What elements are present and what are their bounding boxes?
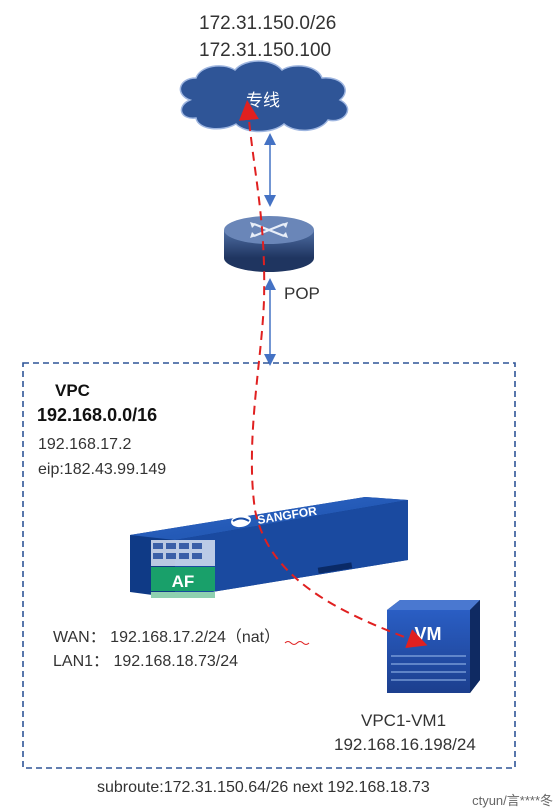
subroute-label: subroute:172.31.150.64/26 next 192.168.1… xyxy=(97,779,430,796)
firewall-appliance-icon: AF SANGFOR xyxy=(130,497,408,598)
cloud-address: 172.31.150.100 xyxy=(199,40,332,61)
vm-ip: 192.168.16.198/24 xyxy=(334,735,476,754)
vpc-eip: eip:182.43.99.149 xyxy=(38,461,167,478)
vpc-cidr: 192.168.0.0/16 xyxy=(37,405,158,425)
cloud-network-cidr: 172.31.150.0/26 xyxy=(199,13,337,34)
firewall-wan-address: WAN： 192.168.17.2/24（nat） xyxy=(53,629,281,646)
vm-icon: VM xyxy=(387,600,480,693)
firewall-product-label: AF xyxy=(172,572,195,591)
watermark: ctyun/言****冬 xyxy=(472,793,553,808)
router-label: POP xyxy=(284,284,320,303)
firewall-lan-address: LAN1： 192.168.18.73/24 xyxy=(53,653,239,670)
vpc-ip: 192.168.17.2 xyxy=(38,436,132,453)
vpc-title: VPC xyxy=(55,381,90,400)
vm-icon-label: VM xyxy=(415,624,442,644)
router-icon xyxy=(224,216,314,272)
spellcheck-underline xyxy=(284,641,310,645)
cloud-label: 专线 xyxy=(246,91,280,110)
vm-name: VPC1-VM1 xyxy=(361,711,447,730)
